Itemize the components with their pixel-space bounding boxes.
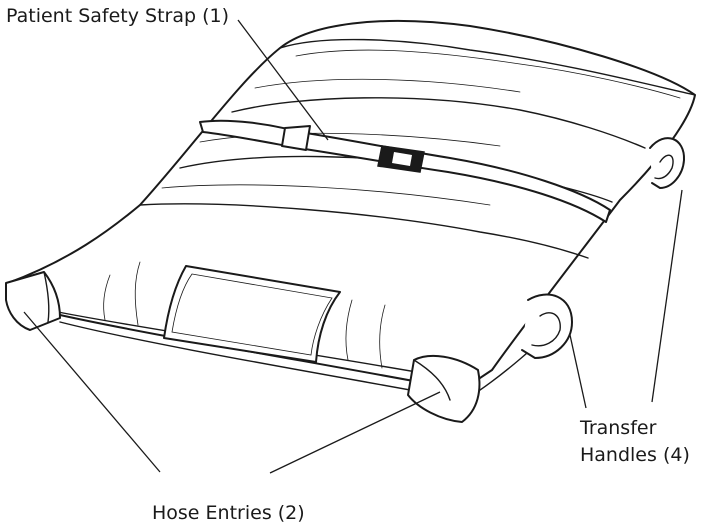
hose-entry-right-face	[413, 359, 451, 401]
hose-entry-right	[407, 354, 481, 423]
crease-3	[161, 184, 491, 206]
strap-buckle-slot	[392, 152, 412, 166]
leader-hose-right	[269, 391, 441, 474]
transfer-handle-front-inner	[531, 312, 561, 347]
baffle-seam-1	[231, 97, 646, 149]
front-crease-d	[379, 304, 386, 369]
patient-safety-strap-label: Patient Safety Strap (1)	[6, 5, 229, 27]
transfer-handle-back	[649, 137, 686, 189]
front-crease-a	[103, 274, 111, 321]
label-window-inner	[171, 273, 333, 356]
transfer-handles-label: Transfer Handles (4)	[580, 415, 690, 469]
leader-strap	[237, 19, 329, 141]
transfer-handle-front	[521, 293, 573, 359]
transfer-handle-back-inner	[654, 154, 674, 180]
front-crease-b	[134, 261, 141, 326]
front-crease-c	[345, 299, 353, 361]
hose-entries-label: Hose Entries (2)	[152, 502, 305, 524]
mattress-top-ridge	[279, 38, 696, 96]
crease-2	[199, 132, 501, 147]
mattress-top-surface	[295, 49, 681, 99]
leader-handle-back	[651, 189, 683, 403]
leader-handle-front	[569, 334, 587, 409]
leader-hose-left	[23, 311, 161, 473]
hose-entry-left-face	[43, 271, 50, 323]
strap-loop	[281, 125, 311, 151]
baffle-seam-3	[139, 203, 589, 259]
transfer-handles-label-line2: Handles (4)	[580, 444, 690, 466]
transfer-handles-label-line1: Transfer	[580, 417, 657, 439]
